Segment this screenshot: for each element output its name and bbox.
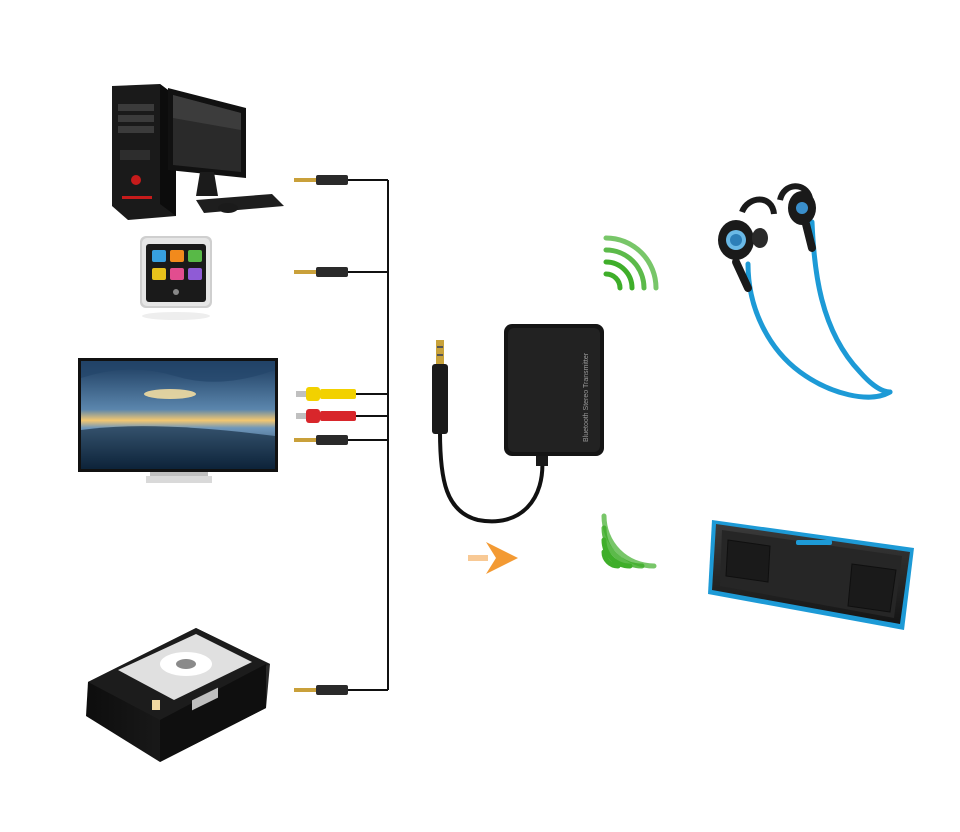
audio-jack-player (294, 267, 348, 277)
cd-player-icon (86, 628, 270, 762)
desktop-pc-icon (112, 84, 284, 220)
signal-waves-bottom (601, 513, 657, 569)
audio-jack-pc (294, 175, 348, 185)
signal-waves-top (603, 235, 659, 291)
media-player-icon (140, 236, 212, 320)
rca-plug-yellow (296, 387, 356, 401)
arrow-right-icon (468, 542, 518, 574)
audio-jack-tv (294, 435, 348, 445)
transmitter-label: Bluetooth Stereo Transmitter (583, 352, 590, 442)
tv-icon (78, 358, 278, 483)
audio-jack-cd (294, 685, 348, 695)
rca-plug-red (296, 409, 356, 423)
speaker-icon (708, 520, 914, 630)
earphones-icon (718, 183, 893, 400)
bluetooth-transmitter: Bluetooth Stereo Transmitter (432, 324, 604, 524)
cable-tree (346, 179, 389, 691)
